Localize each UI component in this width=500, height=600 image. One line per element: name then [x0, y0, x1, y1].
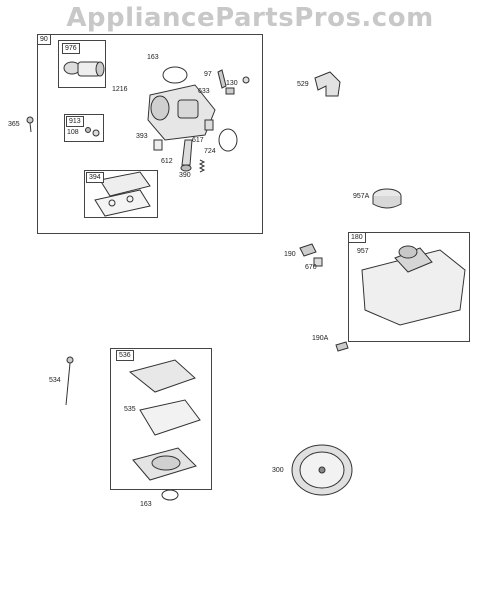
part-976-drawing [63, 61, 105, 77]
part-633 [225, 87, 235, 95]
part-number-393: 393 [136, 133, 148, 140]
part-number-724: 724 [204, 148, 216, 155]
part-300-muffler [291, 444, 353, 496]
tank-group-label: 180 [348, 232, 366, 243]
part-number-633: 633 [198, 88, 210, 95]
part-number-529: 529 [297, 81, 309, 88]
watermark: AppliancePartsPros.com [66, 3, 434, 33]
part-number-612: 612 [161, 158, 173, 165]
part-670 [313, 257, 323, 267]
part-529-elbow [314, 71, 341, 97]
part-number-163-lower: 163 [140, 501, 152, 508]
part-number-670: 670 [305, 264, 317, 271]
part-913-drawing [85, 127, 100, 137]
air-cleaner-base [132, 447, 197, 481]
part-617 [204, 119, 214, 131]
fuel-tank-drawing [361, 245, 466, 326]
part-number-957a: 957A [353, 193, 370, 200]
carburetor-group-frame [37, 34, 263, 234]
part-number-190: 190 [284, 251, 296, 258]
part-number-97: 97 [204, 71, 212, 78]
part-394-drawing [94, 171, 151, 217]
subkit-913-frame [64, 114, 104, 142]
air-cleaner-group-label: 536 [116, 350, 134, 361]
part-number-190a: 190A [312, 335, 329, 342]
part-number-108: 108 [67, 129, 79, 136]
part-number-535: 535 [124, 406, 136, 413]
part-number-130: 130 [226, 80, 238, 87]
air-cleaner-group-frame [110, 348, 212, 490]
part-163-ring [162, 66, 188, 84]
carburetor-group-label: 90 [37, 34, 51, 45]
part-number-365: 365 [8, 121, 20, 128]
part-130 [242, 76, 250, 84]
air-cleaner-cover [128, 359, 196, 393]
subkit-394-label: 394 [86, 172, 104, 183]
part-365-screw [26, 116, 34, 133]
part-number-617: 617 [192, 137, 204, 144]
part-190a-screw [335, 341, 349, 352]
part-393 [153, 139, 163, 151]
part-number-390: 390 [179, 172, 191, 179]
part-number-163: 163 [147, 54, 159, 61]
part-number-300: 300 [272, 467, 284, 474]
part-724-gasket [218, 128, 238, 152]
part-163-ring-lower [161, 489, 179, 501]
air-filter-535 [139, 399, 201, 436]
part-390-spring [198, 159, 206, 173]
part-190-bolt [299, 243, 317, 257]
part-number-1216: 1216 [112, 86, 128, 93]
part-number-534: 534 [49, 377, 61, 384]
carburetor-body-drawing [147, 84, 216, 172]
part-97-screw [217, 69, 227, 89]
part-957a-cap [372, 188, 402, 209]
part-534-screw [65, 356, 74, 406]
subkit-976-label: 976 [62, 43, 80, 54]
subkit-913-label: 913 [66, 116, 84, 127]
subkit-394-frame [84, 170, 158, 218]
part-number-957: 957 [357, 248, 369, 255]
tank-group-frame [348, 232, 470, 342]
subkit-976-frame [58, 40, 106, 88]
